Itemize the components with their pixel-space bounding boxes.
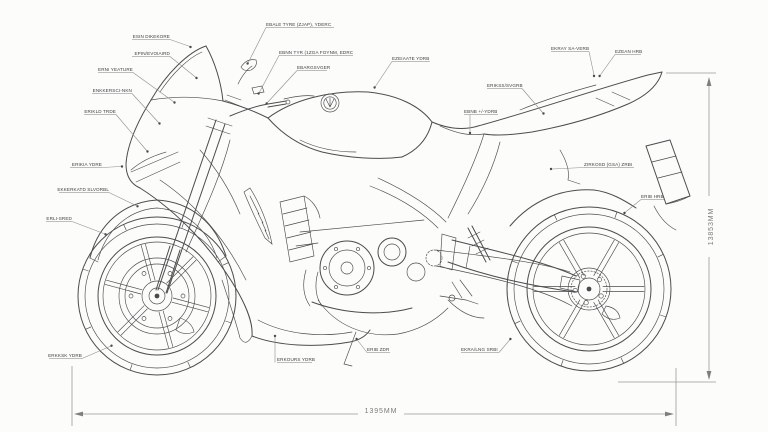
callout-label: ERIKIA YDRE xyxy=(72,162,102,167)
callout-label: EPIN/EVOIAIRD xyxy=(134,51,170,56)
fairing-vent xyxy=(243,187,273,245)
callout-label: EBNN TYR (1ZGA FOYNM, EDRC xyxy=(279,50,354,55)
callout-label: EZEAN HRB xyxy=(615,49,642,54)
callout-leaders xyxy=(46,27,664,363)
callout-label: ERIKLD TRDE xyxy=(84,109,116,114)
fuel-tank xyxy=(267,91,433,159)
rear-hugger xyxy=(509,189,637,227)
callout-label: ERIB HRB xyxy=(641,194,664,199)
chassis-rear xyxy=(425,189,637,319)
callout-label: ZIRKOSD (GSA) ZRBI xyxy=(584,162,632,167)
engine xyxy=(279,177,449,367)
callout-label: ENKKERSCI-NKN xyxy=(93,88,132,93)
front-caliper xyxy=(175,317,195,334)
rear-wheel xyxy=(506,206,672,372)
callout-label: ERIKSS/SVGRB xyxy=(487,83,523,88)
callout-label: ERNI YEATURE xyxy=(98,67,133,72)
front-wheel xyxy=(77,216,237,376)
dimension-width: 1395MM xyxy=(71,366,677,426)
overall-height-value: 13853MM xyxy=(708,208,715,245)
callout-label: ERKKSK YDRB xyxy=(48,353,82,358)
callout-label: EKRAY SA-VERB xyxy=(551,46,589,51)
exhaust-muffler xyxy=(645,139,691,231)
callout-label: EBARGSVGER xyxy=(297,65,331,70)
callout-labels: ESIN DIKEKORE EPIN/EVOIAIRD ERNI YEATURE… xyxy=(46,22,663,362)
callout-label: ERKOURS YDRB xyxy=(277,357,315,362)
callout-label: EBNB +/-YDRB xyxy=(464,109,497,114)
rear-caliper xyxy=(601,305,621,320)
front-end xyxy=(155,59,315,294)
rear-tread-marks xyxy=(511,211,667,367)
sprocket-holes xyxy=(572,273,604,306)
rear-spokes xyxy=(533,239,645,339)
callout-label: EBALE TYRE (ZJAP), YDERC xyxy=(266,22,332,27)
dimension-height: 13853MM xyxy=(618,72,716,383)
front-disc-bolts xyxy=(128,271,186,321)
brake-reservoir xyxy=(251,85,265,95)
callout-label: ESIN DIKEKORE xyxy=(133,34,170,39)
mirror-icon xyxy=(237,59,257,85)
seat-tail xyxy=(431,71,663,219)
overall-length-value: 1395MM xyxy=(365,408,398,415)
callout-label: EKKERKATD SLVORBL xyxy=(57,187,109,192)
kickstand xyxy=(343,331,357,367)
radiator xyxy=(279,195,321,263)
tank-emblem xyxy=(320,93,340,113)
bodywork xyxy=(125,45,371,346)
front-tread-marks xyxy=(82,221,232,371)
callout-label: ERLI-SRED xyxy=(46,216,72,221)
callout-label: EZEIAATE YDRB xyxy=(392,56,429,61)
callout-label: EKRA/LNG SRBI xyxy=(461,347,498,352)
front-spokes xyxy=(104,243,210,349)
front-fender xyxy=(89,199,227,263)
callout-label: ERIB ZDR xyxy=(367,347,390,352)
